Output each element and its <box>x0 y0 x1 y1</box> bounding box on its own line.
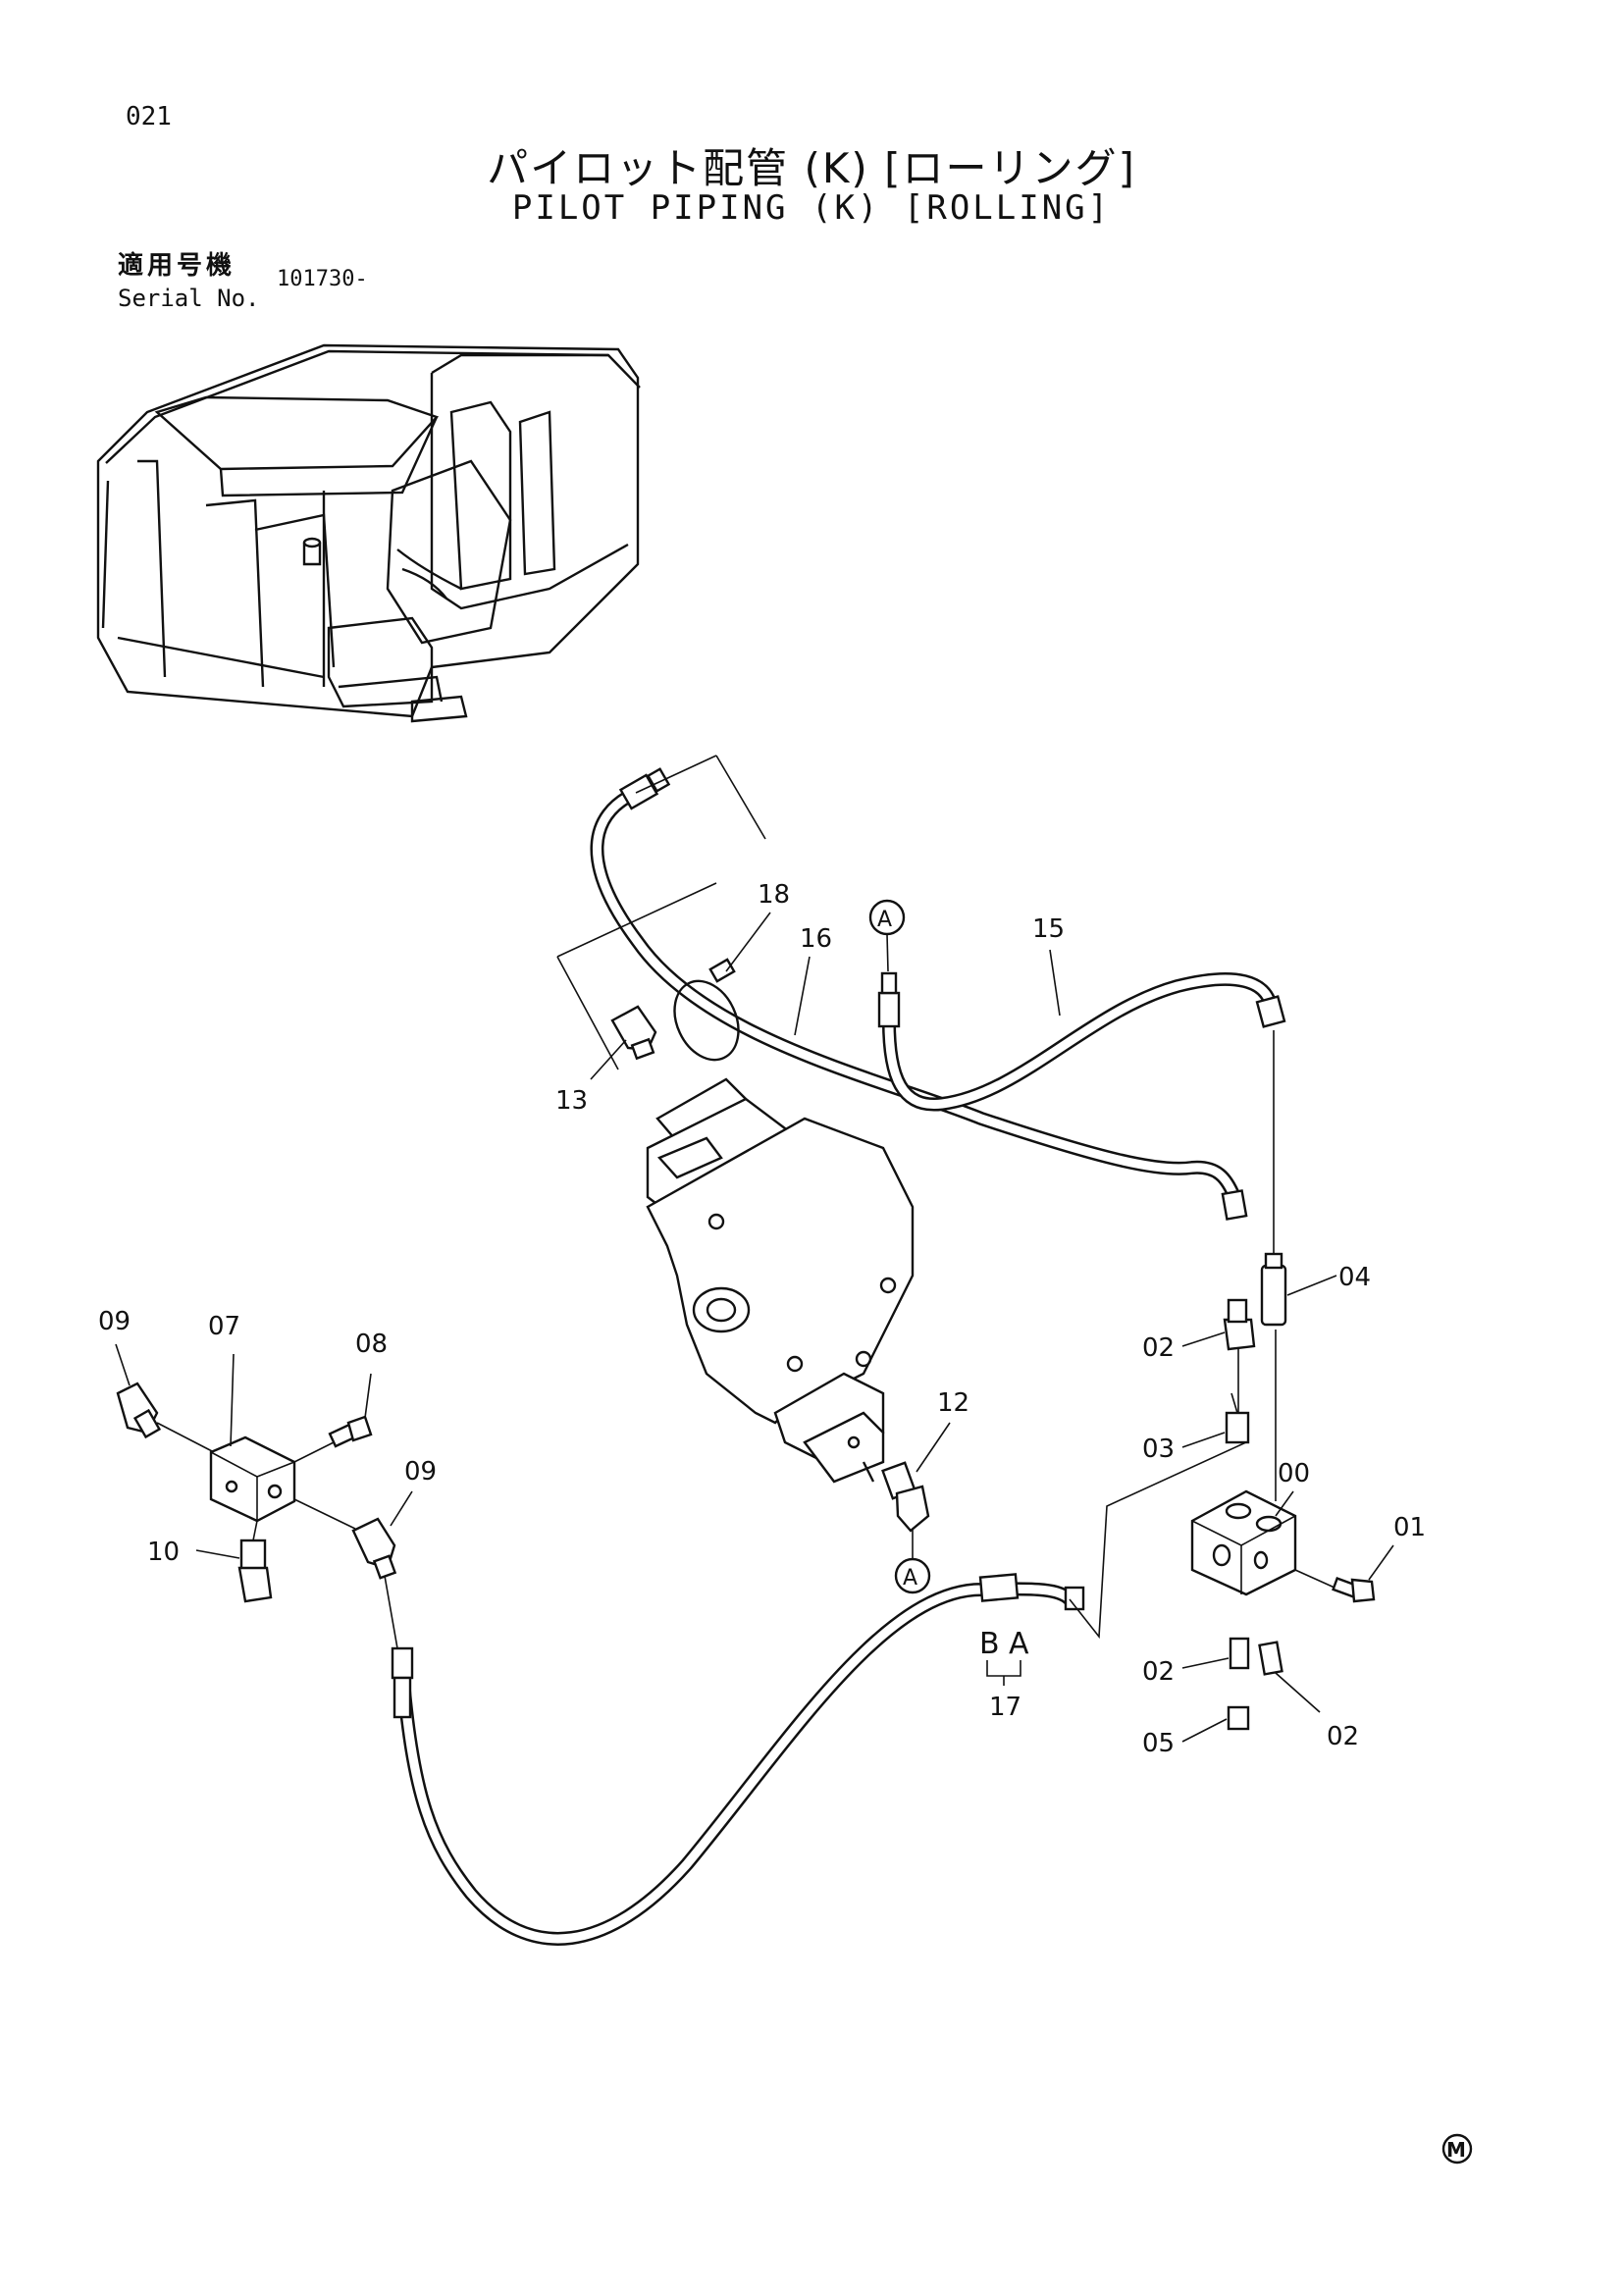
connection-marker-a-top: A <box>868 899 906 972</box>
hose-17-label: B A 17 <box>979 1627 1029 1722</box>
clamp-18: 18 <box>673 880 790 1062</box>
adapter-02-bottom-right: 02 <box>1258 1641 1359 1751</box>
title-japanese: パイロット配管 (K) [ローリング] <box>487 144 1136 192</box>
plug-05: 05 <box>1142 1705 1250 1758</box>
manifold-block-00: 00 <box>1190 1459 1310 1596</box>
callout-16: 16 <box>800 924 832 954</box>
callout-02-right: 02 <box>1327 1722 1359 1751</box>
hose-end-b: B <box>979 1627 1000 1661</box>
elbow-09-left: 09 <box>98 1307 215 1453</box>
callout-08: 08 <box>355 1330 388 1359</box>
callout-10: 10 <box>147 1538 180 1567</box>
callout-03: 03 <box>1142 1435 1175 1464</box>
serial-label-japanese: 適用号機 <box>118 251 236 281</box>
elbow-fitting-13: 13 <box>555 1005 657 1116</box>
check-valve-04: 04 <box>1260 1252 1371 1327</box>
callout-17: 17 <box>989 1693 1021 1722</box>
callout-09-right: 09 <box>404 1457 437 1487</box>
callout-15: 15 <box>1032 914 1065 944</box>
callout-01: 01 <box>1393 1513 1426 1542</box>
title-english: PILOT PIPING (K) [ROLLING] <box>511 188 1112 228</box>
callout-04: 04 <box>1338 1263 1371 1292</box>
excavator-overview-illustration <box>96 343 641 723</box>
serial-number-value: 101730- <box>277 267 368 291</box>
serial-label-english: Serial No. <box>118 285 260 312</box>
pressure-switch-10: 10 <box>147 1520 273 1603</box>
hose-17 <box>395 1582 1076 1946</box>
connection-marker-a-bottom: A <box>894 1526 931 1594</box>
callout-18: 18 <box>758 880 790 910</box>
adapter-02-bottom-left: 02 <box>1142 1637 1250 1687</box>
hose-end-a: A <box>1009 1627 1029 1661</box>
callout-00: 00 <box>1278 1459 1310 1488</box>
callout-13: 13 <box>555 1086 588 1116</box>
hose-16 <box>590 786 1241 1204</box>
callout-07: 07 <box>208 1312 240 1341</box>
callout-02-left: 02 <box>1142 1657 1175 1687</box>
adapter-03: 03 <box>1142 1411 1250 1464</box>
callout-09-left: 09 <box>98 1307 131 1336</box>
callout-02-top: 02 <box>1142 1333 1175 1363</box>
callout-05: 05 <box>1142 1729 1175 1758</box>
svg-text:M: M <box>1446 2138 1466 2162</box>
control-valve-body <box>646 1077 915 1484</box>
hose-15 <box>881 972 1278 1112</box>
bolt-01: 01 <box>1294 1513 1426 1603</box>
block-07: 07 <box>208 1312 296 1523</box>
adapter-02-top: 02 <box>1142 1298 1256 1363</box>
callout-12: 12 <box>937 1388 969 1418</box>
elbow-09-right: 09 <box>293 1457 437 1649</box>
corner-mark: M <box>1441 2133 1473 2165</box>
svg-text:A: A <box>877 908 892 932</box>
svg-text:A: A <box>903 1566 917 1591</box>
elbow-fitting-12: 12 <box>881 1388 969 1533</box>
bolt-08: 08 <box>293 1330 388 1463</box>
page-number: 021 <box>126 102 172 131</box>
